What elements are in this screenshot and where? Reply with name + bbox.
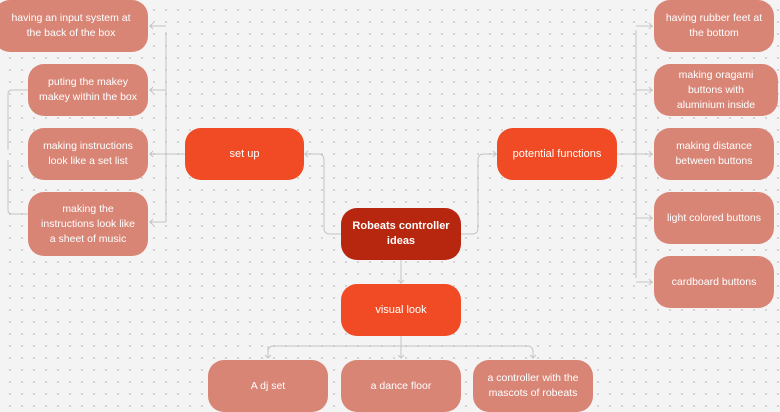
node-label: potential functions bbox=[512, 147, 602, 160]
function-item-light-buttons[interactable]: light colored buttons bbox=[654, 192, 774, 244]
setup-item-set-list[interactable]: making instructions look like a set list bbox=[28, 128, 148, 180]
function-item-rubber-feet[interactable]: having rubber feet at the bottom bbox=[654, 0, 774, 52]
arrow-functions bbox=[492, 150, 497, 158]
node-label: a controller with the mascots of robeats bbox=[487, 372, 579, 399]
node-label: light colored buttons bbox=[667, 211, 761, 224]
node-label: Robeats controller ideas bbox=[352, 220, 450, 247]
function-item-button-distance[interactable]: making distance between buttons bbox=[654, 128, 774, 180]
connector-offscreen-b bbox=[7, 160, 28, 215]
arrow-visual-mid bbox=[397, 354, 405, 359]
connector-root-functions bbox=[461, 153, 497, 235]
connector-visual-spine bbox=[267, 345, 534, 358]
arrow-setup-leaf bbox=[149, 86, 154, 94]
arrow-setup bbox=[304, 150, 309, 158]
arrow-visual-right bbox=[529, 354, 537, 359]
arrow-visual bbox=[397, 279, 405, 284]
arrow-setup-leaf bbox=[149, 218, 154, 226]
setup-item-input-system[interactable]: having an input system at the back of th… bbox=[0, 0, 148, 52]
setup-item-sheet-music[interactable]: making the instructions look like a shee… bbox=[28, 192, 148, 256]
root-node[interactable]: Robeats controller ideas bbox=[341, 208, 461, 260]
arrow-setup-leaf bbox=[149, 22, 154, 30]
node-label: having rubber feet at the bottom bbox=[665, 12, 763, 39]
setup-item-makey-makey[interactable]: puting the makey makey within the box bbox=[28, 64, 148, 116]
node-label: making the instructions look like a shee… bbox=[41, 202, 135, 245]
arrow-visual-left bbox=[264, 354, 272, 359]
arrow-functions-leaf bbox=[648, 150, 653, 158]
visual-item-dance-floor[interactable]: a dance floor bbox=[341, 360, 461, 412]
function-item-cardboard-buttons[interactable]: cardboard buttons bbox=[654, 256, 774, 308]
node-label: a dance floor bbox=[370, 379, 432, 392]
branch-visual-look[interactable]: visual look bbox=[341, 284, 461, 336]
branch-set-up[interactable]: set up bbox=[185, 128, 304, 180]
branch-potential-functions[interactable]: potential functions bbox=[497, 128, 617, 180]
visual-item-dj-set[interactable]: A dj set bbox=[208, 360, 328, 412]
node-label: puting the makey makey within the box bbox=[38, 76, 138, 103]
node-label: cardboard buttons bbox=[671, 275, 757, 288]
node-label: set up bbox=[229, 147, 260, 160]
arrow-functions-leaf bbox=[648, 86, 653, 94]
node-label: making instructions look like a set list bbox=[43, 140, 133, 167]
arrow-setup-leaf bbox=[149, 150, 154, 158]
node-label: making distance between buttons bbox=[675, 140, 753, 167]
connector-offscreen-a bbox=[7, 89, 28, 150]
arrow-functions-leaf bbox=[648, 22, 653, 30]
node-label: visual look bbox=[375, 303, 427, 316]
connector-root-setup bbox=[304, 153, 341, 235]
function-item-origami-buttons[interactable]: making oragami buttons with aluminium in… bbox=[654, 64, 778, 116]
node-label: having an input system at the back of th… bbox=[11, 12, 131, 39]
arrow-functions-leaf bbox=[648, 278, 653, 286]
arrow-functions-leaf bbox=[648, 214, 653, 222]
node-label: making oragami buttons with aluminium in… bbox=[676, 68, 756, 111]
visual-item-mascots-controller[interactable]: a controller with the mascots of robeats bbox=[473, 360, 593, 412]
node-label: A dj set bbox=[250, 379, 286, 392]
